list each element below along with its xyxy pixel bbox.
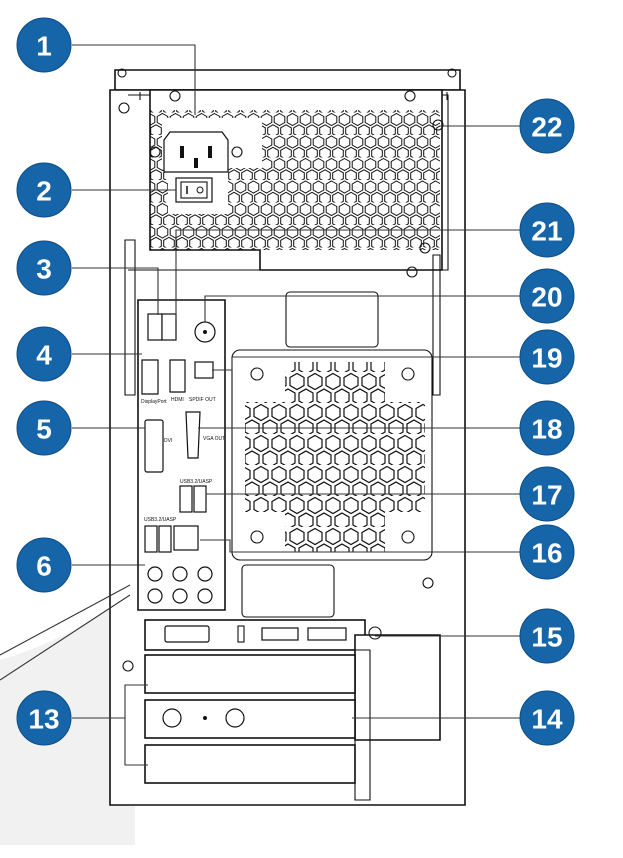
callout-circle xyxy=(519,268,575,324)
callout-circle xyxy=(16,240,72,296)
antenna-connector[interactable] xyxy=(162,708,182,728)
callout-circle xyxy=(519,400,575,456)
callout-6: 6 xyxy=(16,537,72,593)
callout-circle xyxy=(519,98,575,154)
displayport-label: DisplayPort xyxy=(141,399,167,405)
callout-number: 4 xyxy=(36,340,52,371)
power-supply xyxy=(118,89,444,271)
displayport-port[interactable] xyxy=(141,359,159,395)
usb2-port[interactable] xyxy=(147,313,163,341)
callout-circle xyxy=(16,537,72,593)
gpu-displayport-port[interactable] xyxy=(307,627,347,641)
callout-number: 14 xyxy=(531,704,563,735)
usb3-port[interactable] xyxy=(144,525,158,553)
callout-2: 2 xyxy=(16,162,72,218)
hdmi-port[interactable] xyxy=(169,359,186,393)
graphics-card-bracket xyxy=(144,619,366,651)
psu-screw-icon xyxy=(432,119,444,131)
callout-number: 19 xyxy=(531,343,562,374)
audio-jack[interactable] xyxy=(197,588,213,604)
callout-14: 14 xyxy=(519,690,575,746)
callout-number: 5 xyxy=(36,414,52,445)
callout-badges: 1 2 3 4 5 6 13 14 15 16 17 18 19 20 21 22 xyxy=(16,17,575,746)
usb-top-label: USB3.2/UASP xyxy=(180,479,213,485)
callout-4: 4 xyxy=(16,326,72,382)
dvi-label: DVI xyxy=(164,438,172,444)
callout-18: 18 xyxy=(519,400,575,456)
callout-number: 22 xyxy=(531,112,562,143)
psu-screw-icon xyxy=(149,146,161,158)
usb3-port[interactable] xyxy=(179,485,193,513)
callout-circle xyxy=(16,162,72,218)
leader-lines xyxy=(0,44,520,766)
callout-15: 15 xyxy=(519,608,575,664)
usb3-port[interactable] xyxy=(193,485,207,513)
vga-label: VGA OUT xyxy=(203,436,225,442)
callout-1: 1 xyxy=(16,17,72,73)
expansion-slots xyxy=(144,626,441,801)
callout-number: 21 xyxy=(531,216,562,247)
callout-circle xyxy=(519,329,575,385)
usb2-port[interactable] xyxy=(161,313,177,341)
callout-number: 18 xyxy=(531,414,562,445)
callout-circle xyxy=(16,400,72,456)
spdif-label: SPDIF OUT xyxy=(189,397,216,403)
callout-19: 19 xyxy=(519,329,575,385)
callout-circle xyxy=(519,202,575,258)
callout-21: 21 xyxy=(519,202,575,258)
audio-jack[interactable] xyxy=(172,588,188,604)
psu-screw-icon xyxy=(419,242,431,254)
power-connector-socket xyxy=(163,131,229,173)
usb-bottom-label: USB3.2/UASP xyxy=(144,517,177,523)
psu-screw-icon xyxy=(231,146,243,158)
lan-port[interactable] xyxy=(173,525,199,551)
hdmi-label: HDMI xyxy=(171,397,184,403)
callout-circle xyxy=(519,524,575,580)
usb3-port[interactable] xyxy=(158,525,172,553)
chassis-rails xyxy=(122,239,441,672)
callout-circle xyxy=(16,17,72,73)
callout-number: 3 xyxy=(36,254,52,285)
vga-port[interactable] xyxy=(185,411,201,459)
psu-screw-icon xyxy=(169,90,181,102)
callout-circle xyxy=(519,608,575,664)
fan-grill xyxy=(231,349,433,561)
callout-number: 20 xyxy=(531,282,562,313)
callout-22: 22 xyxy=(519,98,575,154)
callout-number: 17 xyxy=(531,480,562,511)
callout-number: 16 xyxy=(531,538,562,569)
antenna-connector[interactable] xyxy=(225,708,245,728)
callout-13: 13 xyxy=(16,690,72,746)
audio-jack[interactable] xyxy=(147,588,163,604)
callout-17: 17 xyxy=(519,466,575,522)
audio-jack[interactable] xyxy=(172,566,188,582)
io-shield: DisplayPort HDMI SPDIF OUT DVI VGA OUT U… xyxy=(137,299,226,611)
gpu-dvi-port[interactable] xyxy=(164,625,210,643)
callout-number: 1 xyxy=(36,31,52,62)
callout-number: 13 xyxy=(28,704,59,735)
callout-circle xyxy=(16,690,72,746)
callout-circle xyxy=(16,326,72,382)
psu-screw-icon xyxy=(404,90,416,102)
gpu-hdmi-port[interactable] xyxy=(261,627,299,641)
audio-jack[interactable] xyxy=(197,566,213,582)
audio-jack[interactable] xyxy=(147,566,163,582)
dvi-port[interactable] xyxy=(144,419,164,473)
spdif-port[interactable] xyxy=(194,361,214,379)
callout-number: 15 xyxy=(531,622,562,653)
callout-number: 2 xyxy=(36,176,52,207)
callout-circle xyxy=(519,466,575,522)
callout-3: 3 xyxy=(16,240,72,296)
callout-20: 20 xyxy=(519,268,575,324)
callout-5: 5 xyxy=(16,400,72,456)
callout-16: 16 xyxy=(519,524,575,580)
callout-number: 6 xyxy=(36,551,52,582)
chassis-screw-icon xyxy=(118,102,130,114)
callout-circle xyxy=(519,690,575,746)
